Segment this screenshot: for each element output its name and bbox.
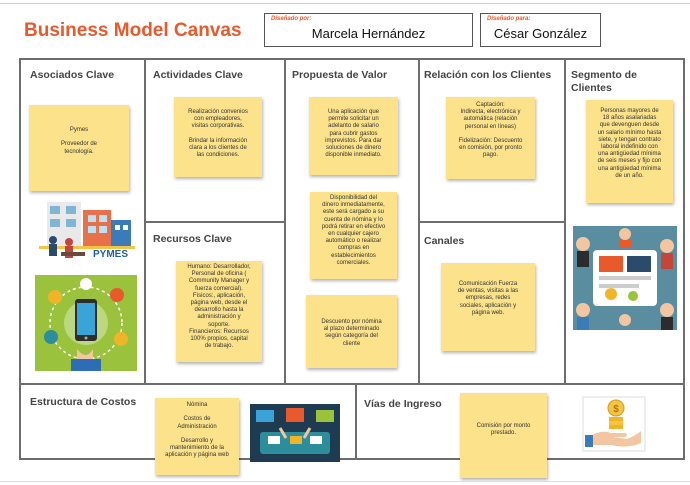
mobile-network-icon	[35, 275, 137, 371]
divider	[355, 383, 357, 458]
designed-by-name: Marcela Hernández	[311, 26, 426, 41]
sticky-note-value-3: Descuento por nómina al plazo determinad…	[306, 295, 397, 368]
section-title-channels: Canales	[424, 235, 465, 247]
svg-text:$: $	[613, 404, 619, 415]
section-title-customer-segments: Segmento de Clientes	[571, 69, 637, 94]
top-divider	[0, 3, 690, 4]
business-team-icon	[573, 226, 677, 330]
section-title-key-activities: Actividades Clave	[153, 69, 243, 81]
designed-by-label: Diseñado por:	[271, 16, 312, 22]
sticky-note-key-partners: Pymes Proveedor de tecnología.	[29, 105, 129, 191]
sticky-note-value-2: Disponibilidad del dinero inmediatamente…	[310, 192, 397, 279]
meeting-table-icon	[250, 404, 340, 462]
designed-for-box: Diseñado para: César González	[480, 13, 601, 47]
sticky-note-customer-segments: Personas mayores de 18 años asalariadas …	[586, 100, 673, 203]
bottom-divider	[0, 481, 690, 482]
section-title-customer-relationships: Relación con los Clientes	[424, 69, 552, 81]
page-title: Business Model Canvas	[24, 20, 242, 41]
section-title-key-resources: Recursos Clave	[153, 233, 232, 245]
sticky-note-customer-relationships: Captación: Indirecta, electrónica y auto…	[446, 97, 535, 179]
section-title-revenue-streams: Vías de Ingreso	[364, 398, 442, 410]
section-title-key-partners: Asociados Clave	[30, 69, 115, 81]
pymes-illustration: PYMES	[39, 196, 135, 264]
sticky-note-key-activities: Realización convenios con empleadores, v…	[174, 97, 262, 177]
sticky-note-channels: Comunicación Fuerza de ventas, visitas a…	[441, 263, 535, 351]
sticky-note-revenue-streams: Comisión por monto prestado.	[460, 393, 547, 478]
divider	[418, 221, 566, 223]
sticky-note-key-resources: Humano: Desarrollador, Personal de ofici…	[176, 261, 262, 362]
divider	[21, 383, 683, 385]
designed-for-name: César González	[493, 26, 588, 41]
divider	[144, 221, 286, 223]
sticky-note-value-1: Una aplicación que permite solicitar un …	[309, 97, 398, 175]
money-hand-icon: $	[581, 395, 647, 453]
sticky-note-cost-structure: Nómina Costos de Administración Desarrol…	[155, 398, 239, 475]
designed-for-label: Diseñado para:	[487, 16, 531, 22]
business-model-canvas: Asociados Clave Pymes Proveedor de tecno…	[19, 58, 685, 478]
pymes-label: PYMES	[93, 249, 129, 260]
section-title-cost-structure: Estructura de Costos	[30, 396, 137, 408]
section-title-value-proposition: Propuesta de Valor	[292, 69, 388, 81]
designed-by-box: Diseñado por: Marcela Hernández	[264, 13, 473, 47]
